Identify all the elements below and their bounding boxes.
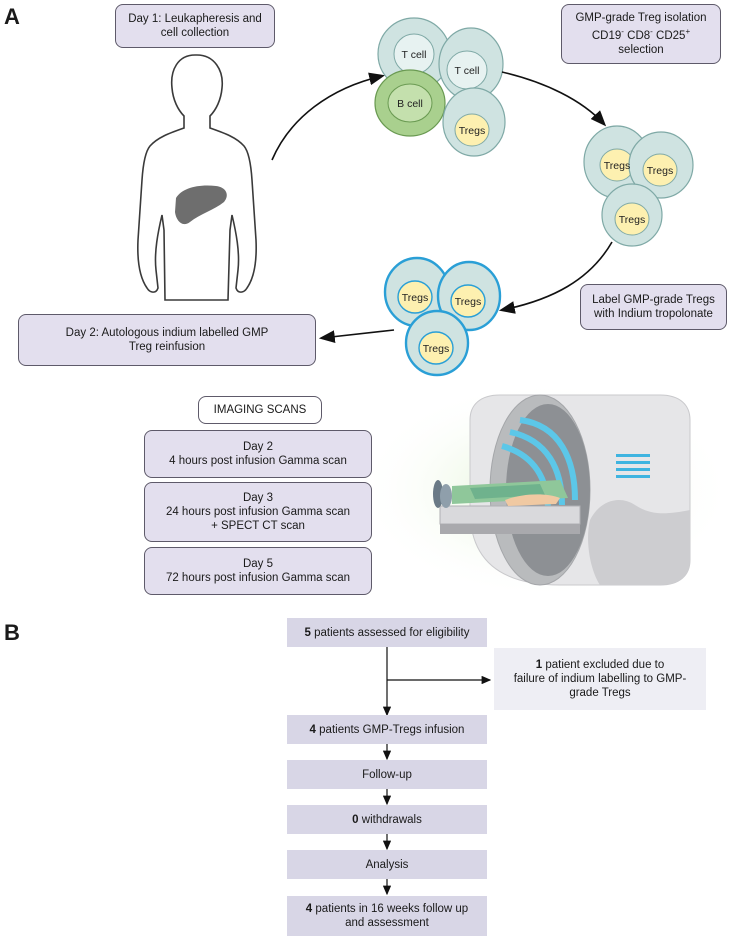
scan-day2-box: Day 2 4 hours post infusion Gamma scan bbox=[144, 430, 372, 478]
flow-step-withdrawals-text: withdrawals bbox=[358, 813, 422, 826]
flow-step-followup: Follow-up bbox=[287, 760, 487, 789]
tregs-label-a: Tregs bbox=[459, 125, 485, 137]
t-cell-label-1: T cell bbox=[402, 49, 427, 61]
flow-step-final-text: patients in 16 weeks follow up bbox=[312, 903, 469, 915]
flow-step-infusion: 4 patients GMP-Tregs infusion bbox=[287, 715, 487, 744]
arrow-body-to-cells bbox=[271, 72, 386, 161]
tregs-label-c3: Tregs bbox=[423, 343, 449, 355]
flow-exclusion-line1: patient excluded due to bbox=[542, 659, 665, 671]
imaging-scans-title-box: IMAGING SCANS bbox=[198, 396, 322, 424]
day1-label: Day 1: Leukapheresis and cell collection bbox=[128, 13, 262, 39]
arrow-to-labelled-tregs bbox=[498, 241, 613, 314]
b-cell-label: B cell bbox=[397, 98, 423, 110]
flow-step-final: 4 patients in 16 weeks follow up and ass… bbox=[287, 896, 487, 936]
scan-day3-extra: + SPECT CT scan bbox=[211, 520, 305, 532]
panel-a-letter: A bbox=[4, 4, 20, 29]
flow-step-final-count: 4 bbox=[305, 903, 313, 915]
day1-box: Day 1: Leukapheresis and cell collection bbox=[115, 4, 275, 48]
tregs-label-c1: Tregs bbox=[402, 292, 428, 304]
flow-exclusion-count: 1 bbox=[535, 659, 543, 671]
human-silhouette bbox=[137, 54, 257, 301]
scan-day5-box: Day 5 72 hours post infusion Gamma scan bbox=[144, 547, 372, 595]
scan-day3-day: Day 3 bbox=[242, 492, 274, 504]
flow-exclusion-line2: failure of indium labelling to GMP- bbox=[513, 673, 687, 685]
scan-day3-desc: 24 hours post infusion Gamma scan bbox=[165, 506, 351, 518]
flow-step-withdrawals: 0 withdrawals bbox=[287, 805, 487, 834]
gmp-isolation-line1: GMP-grade Treg isolation bbox=[575, 12, 707, 25]
flow-step-analysis: Analysis bbox=[287, 850, 487, 879]
day2-reinfusion-box: Day 2: Autologous indium labelled GMP Tr… bbox=[18, 314, 316, 366]
tregs-label-b2: Tregs bbox=[647, 165, 673, 177]
flow-exclusion-line3: grade Tregs bbox=[569, 687, 631, 699]
arrow-to-isolated-tregs bbox=[501, 71, 607, 127]
flow-exclusion-box: 1 patient excluded due to failure of ind… bbox=[494, 648, 706, 710]
gmp-isolation-line2: CD19- CD8- CD25+ bbox=[591, 27, 691, 42]
flow-step-assessed-text: patients assessed for eligibility bbox=[310, 626, 470, 639]
tregs-label-b3: Tregs bbox=[619, 214, 645, 226]
isolated-treg-cluster bbox=[583, 125, 694, 247]
scan-day3-box: Day 3 24 hours post infusion Gamma scan … bbox=[144, 482, 372, 542]
scan-day5-day: Day 5 bbox=[242, 558, 274, 570]
flow-step-assessed: 5 patients assessed for eligibility bbox=[287, 618, 487, 647]
scan-day5-desc: 72 hours post infusion Gamma scan bbox=[165, 572, 351, 584]
label-tregs-text: Label GMP-grade Tregs with Indium tropol… bbox=[592, 294, 715, 320]
arrow-to-reinfusion bbox=[318, 329, 395, 343]
day2-reinfusion-text: Day 2: Autologous indium labelled GMP Tr… bbox=[65, 327, 269, 353]
panel-a-diagram: T cell T cell B cell Tregs Tregs Tregs T… bbox=[137, 17, 735, 600]
panel-b-flow-lines bbox=[382, 647, 492, 896]
flow-step-assessed-count: 5 bbox=[304, 626, 311, 639]
panel-b-letter: B bbox=[4, 620, 20, 645]
gmp-isolation-line3: selection bbox=[618, 43, 664, 56]
tregs-label-b1: Tregs bbox=[604, 160, 630, 172]
mixed-cell-cluster bbox=[374, 17, 506, 157]
flow-step-withdrawals-count: 0 bbox=[352, 813, 359, 826]
scan-day2-desc: 4 hours post infusion Gamma scan bbox=[169, 455, 347, 467]
labelled-treg-cluster bbox=[383, 256, 502, 377]
flow-step-final-line2: and assessment bbox=[345, 917, 429, 929]
gamma-scanner-illustration bbox=[355, 380, 735, 600]
t-cell-label-2: T cell bbox=[455, 65, 480, 77]
gmp-isolation-box: GMP-grade Treg isolation CD19- CD8- CD25… bbox=[561, 4, 721, 64]
tregs-label-c2: Tregs bbox=[455, 296, 481, 308]
flow-step-infusion-count: 4 bbox=[309, 723, 316, 736]
flow-step-analysis-text: Analysis bbox=[365, 858, 409, 871]
liver-icon bbox=[175, 185, 227, 225]
scan-day2-day: Day 2 bbox=[242, 441, 274, 453]
flow-step-infusion-text: patients GMP-Tregs infusion bbox=[315, 723, 465, 736]
flow-step-followup-text: Follow-up bbox=[362, 768, 412, 781]
imaging-scans-title: IMAGING SCANS bbox=[213, 404, 307, 416]
label-tregs-box: Label GMP-grade Tregs with Indium tropol… bbox=[580, 284, 727, 330]
